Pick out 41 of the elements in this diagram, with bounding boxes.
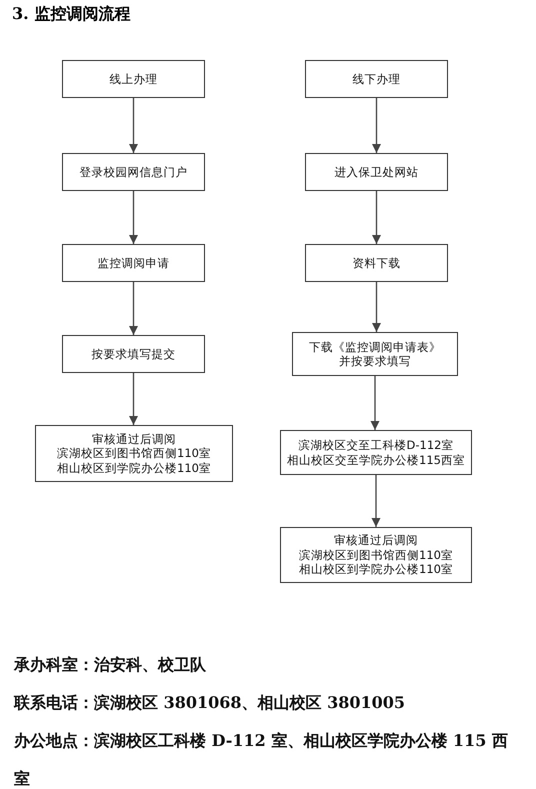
box-text: 登录校园网信息门户 [80,164,188,180]
process-box [305,244,448,282]
box-text: 线下办理 [352,72,400,86]
box-text: 线上办理 [110,72,158,86]
process-box [280,430,472,475]
box-text: 监控调阅申请 [98,256,170,270]
box-text: 进入保卫处网站 [334,164,418,180]
info-text: 联系电话：滨湖校区 3801068、相山校区 3801005 [14,692,406,714]
process-box [35,425,233,482]
arrow [372,191,382,244]
title: 3. 监控调阅流程 [12,4,130,25]
box-text: 下载《监控调阅申请表》 [309,340,441,354]
process-box [62,153,205,191]
box-text: 审核通过后调阅 [92,432,176,446]
info-text: 承办科室：治安科、校卫队 [14,654,207,676]
arrow [128,191,138,244]
arrow [372,282,382,332]
box-text: 滨湖校区到图书馆西侧110室 [299,548,453,562]
process-box [62,244,205,282]
arrow [370,376,380,430]
arrow [128,282,138,335]
arrow [128,373,138,425]
box-text: 并按要求填写 [339,354,411,368]
arrow [372,98,382,153]
arrow [128,98,138,153]
info-text: 办公地点：滨湖校区工科楼 D-112 室、相山校区学院办公楼 115 西室 [14,730,509,789]
box-text: 按要求填写提交 [92,346,176,362]
process-box [305,60,448,98]
process-box [280,527,472,583]
process-box [62,60,205,98]
box-text: 资料下载 [352,256,400,270]
box-text: 滨湖校区交至工科楼D-112室 [298,438,454,452]
process-box [292,332,458,376]
process-box [62,335,205,373]
box-text: 相山校区交至学院办公楼115西室 [287,452,465,467]
box-text: 相山校区到学院办公楼110室 [299,562,453,577]
box-text: 审核通过后调阅 [334,533,418,548]
process-box [305,153,448,191]
box-text: 滨湖校区到图书馆西侧110室 [57,446,211,461]
arrow [371,475,381,527]
box-text: 相山校区到学院办公楼110室 [57,460,211,476]
